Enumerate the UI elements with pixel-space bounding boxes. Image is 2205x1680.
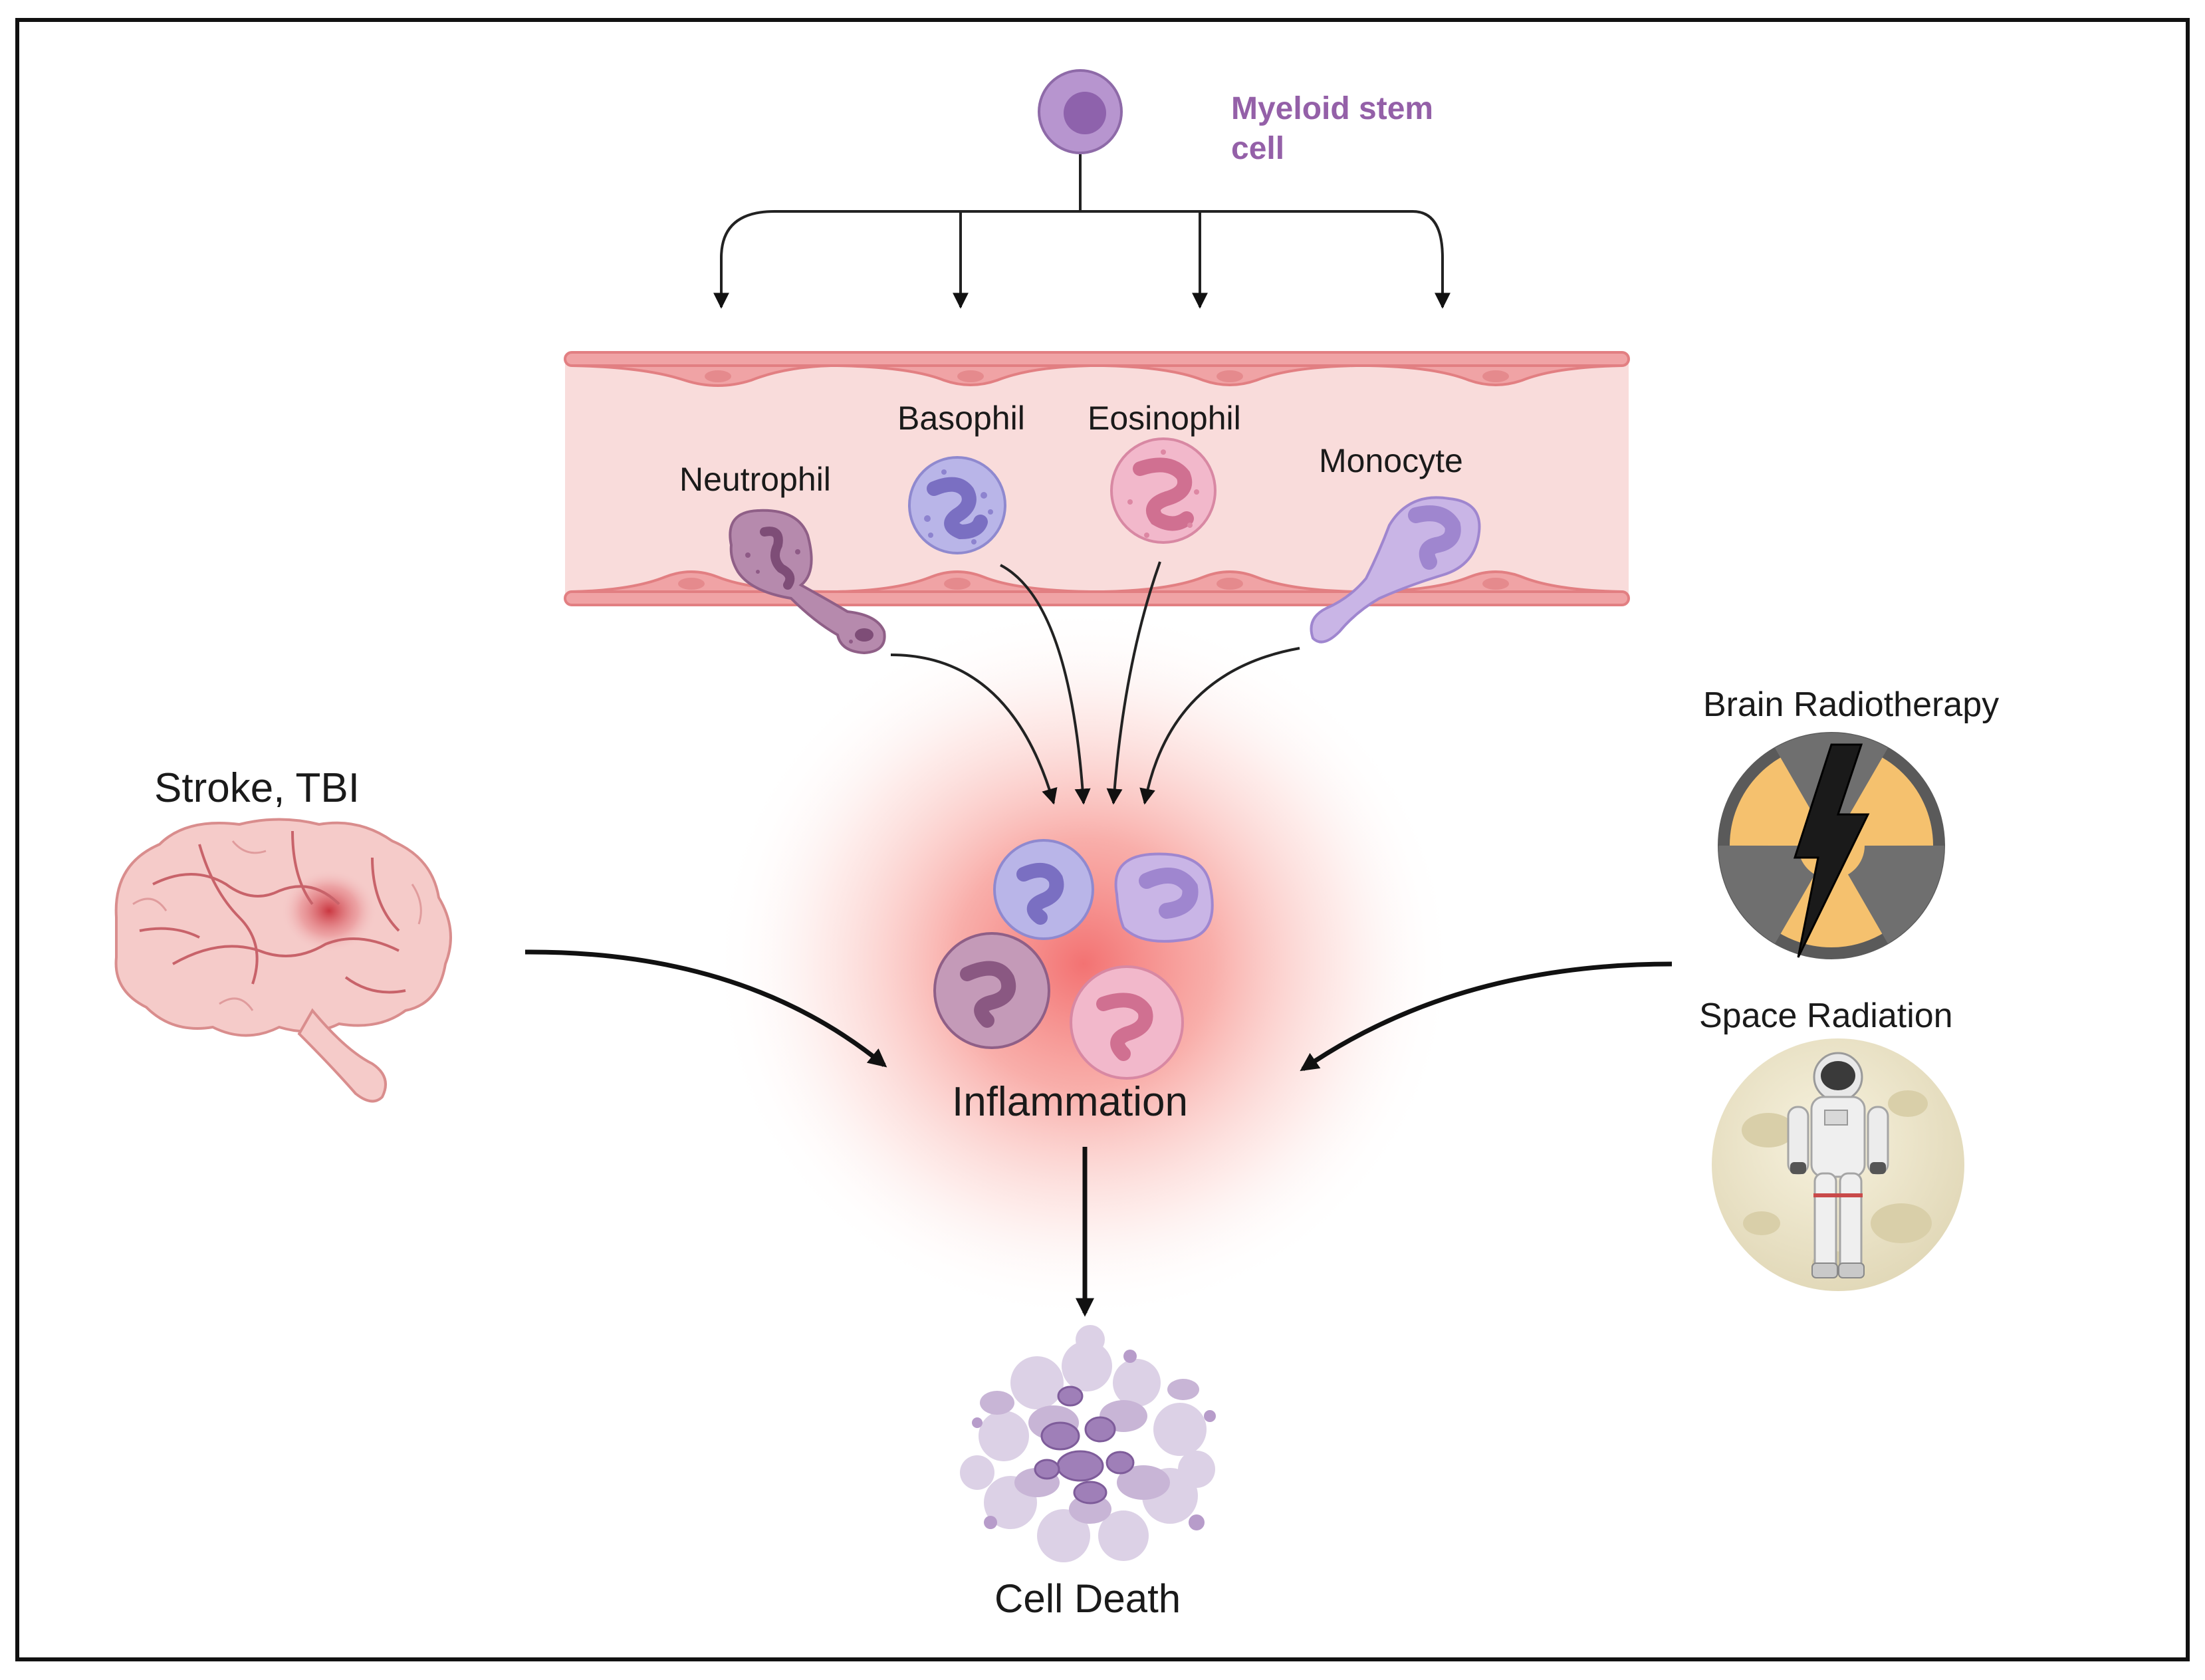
cell-death-label: Cell Death — [994, 1576, 1181, 1621]
basophil-icon — [908, 456, 1006, 554]
brain-radiotherapy-label: Brain Radiotherapy — [1703, 685, 2000, 724]
brain-icon — [114, 818, 452, 1103]
monocyte-label: Monocyte — [1319, 442, 1463, 479]
recruitment-arrows — [890, 561, 1300, 805]
stroke-tbi-label: Stroke, TBI — [154, 765, 360, 811]
figure-frame — [15, 18, 2190, 1661]
inflammation-glow — [711, 605, 1456, 1323]
eosinophil-icon — [1110, 437, 1217, 544]
basophil-label: Basophil — [897, 400, 1025, 437]
monocyte-icon — [1310, 496, 1481, 644]
myeloid-stem-cell-label: Myeloid stem cell — [1231, 91, 1434, 166]
immune-cell-cluster-icon — [933, 839, 1214, 1080]
myeloid-stem-cell-icon — [1038, 69, 1123, 154]
space-radiation-label: Space Radiation — [1699, 997, 1953, 1035]
differentiation-arrows — [713, 154, 1451, 309]
neutrophil-icon — [729, 509, 886, 655]
lightning-bolt-icon — [1793, 743, 1870, 958]
apoptotic-cell-icon — [960, 1325, 1216, 1562]
inflammation-label: Inflammation — [952, 1079, 1188, 1125]
astronaut-icon — [1787, 1052, 1889, 1278]
radiation-arrow — [1300, 961, 1673, 1072]
stroke-arrow — [524, 949, 887, 1068]
neutrophil-label: Neutrophil — [679, 461, 831, 498]
eosinophil-label: Eosinophil — [1088, 400, 1241, 437]
